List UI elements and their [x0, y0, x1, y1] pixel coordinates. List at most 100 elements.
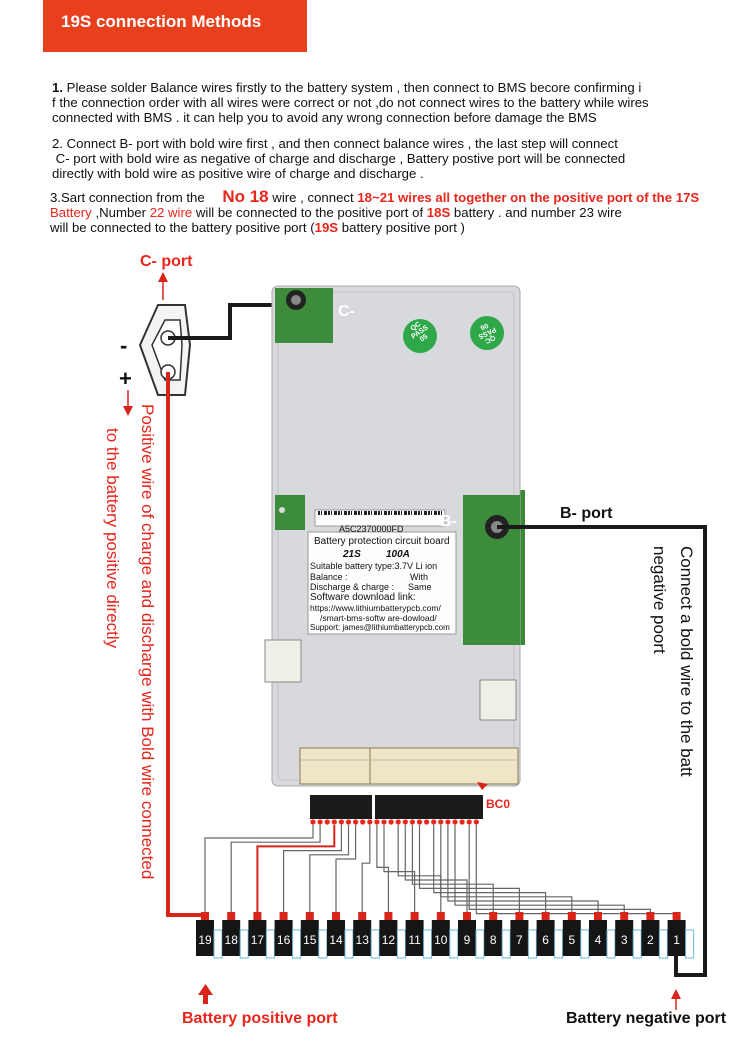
cell-link — [449, 929, 459, 959]
balance-pin — [388, 819, 394, 825]
label-discharge-key: Discharge & charge : — [310, 582, 395, 592]
cell-number: 11 — [408, 933, 421, 947]
cell-number: 8 — [490, 933, 497, 947]
cell-terminal — [227, 912, 236, 920]
battery-cell — [248, 920, 267, 956]
cell-link — [370, 929, 380, 959]
cell-link — [632, 929, 642, 959]
balance-pin — [445, 819, 451, 825]
balance-pin — [416, 819, 423, 825]
positive-wire — [166, 372, 205, 917]
battery-cell — [222, 920, 241, 956]
battery-cell — [405, 920, 424, 956]
cell-number: 13 — [356, 933, 370, 947]
instr3-c: wires all together on the positive port … — [394, 190, 676, 205]
instruction-1: 1. Please solder Balance wires firstly t… — [52, 80, 649, 125]
battery-cell — [431, 920, 450, 956]
cell-link — [554, 929, 564, 959]
battery-cell — [353, 920, 372, 956]
qc-pass-sticker-1 — [403, 319, 437, 353]
instruction-3: 3.Sart connection from the No 18 wire , … — [50, 188, 699, 235]
instruction-1-line-3: connected with BMS . it can help you to … — [52, 110, 597, 125]
cell-number: 18 — [225, 933, 239, 947]
instruction-1-line-2: f the connection order with all wires we… — [52, 95, 649, 110]
instruction-2-line-2: C- port with bold wire as negative of ch… — [52, 151, 626, 166]
instr3-22: 22 wire — [149, 205, 193, 220]
positive-arrow — [203, 990, 208, 1004]
battery-cell — [536, 920, 555, 956]
label-url-2: /smart-bms-softw are-dowload/ — [320, 613, 437, 623]
balance-pin — [374, 819, 380, 825]
balance-wire — [376, 825, 389, 915]
label-url-1: https://www.lithiumbatterypcb.com/ — [310, 603, 441, 613]
balance-pin — [338, 819, 344, 825]
label-support: Support: james@lithiumbatterypcb.com — [310, 623, 450, 632]
cell-number: 1 — [673, 933, 680, 947]
balance-wire — [361, 825, 371, 915]
cell-terminal — [541, 912, 550, 920]
cell-terminal — [567, 912, 576, 920]
bold-wire-note-1: Connect a bold wire to the batt — [677, 546, 696, 777]
cell-terminal — [489, 912, 498, 920]
battery-cell — [641, 920, 660, 956]
cell-link — [658, 929, 668, 959]
bc0-label: BC0 — [486, 797, 511, 811]
qc-pass-sticker-2 — [470, 316, 504, 350]
cell-number: 9 — [464, 933, 471, 947]
balance-pin — [402, 819, 408, 825]
cell-link — [292, 929, 302, 959]
b-port-label: B- port — [560, 505, 613, 522]
battery-cell — [458, 920, 476, 956]
instr3-19s: 19S — [314, 220, 339, 235]
serial-number: A5C2370000FD — [339, 524, 404, 534]
label-type: Suitable battery type:3.7V Li ion — [310, 561, 438, 571]
cell-terminal — [594, 912, 602, 920]
cell-link — [685, 929, 695, 959]
instr3-battery: Battery — [50, 205, 92, 220]
cell-link — [239, 929, 249, 959]
cell-link — [265, 929, 275, 959]
balance-pin — [345, 819, 352, 825]
cell-terminal — [672, 912, 681, 920]
instruction-1-number: 1. — [52, 80, 63, 95]
balance-pin — [317, 819, 323, 825]
balance-wire — [335, 825, 357, 915]
balance-pin — [409, 819, 415, 825]
bms-board — [264, 285, 525, 787]
balance-pins — [310, 819, 479, 825]
battery-cell — [196, 920, 214, 956]
balance-wire — [230, 825, 321, 915]
cell-link — [423, 929, 433, 959]
cell-number: 3 — [621, 933, 628, 947]
label-software: Software download link: — [310, 592, 416, 603]
minus-label: - — [120, 333, 128, 358]
balance-pin — [466, 819, 472, 825]
cell-terminal — [279, 912, 288, 920]
cell-link — [527, 929, 537, 959]
cell-number: 16 — [277, 933, 291, 947]
cell-number: 17 — [251, 933, 265, 947]
balance-wire — [454, 825, 625, 915]
battery-cell — [274, 920, 293, 956]
battery-cell — [667, 920, 686, 956]
label-discharge-val: Same — [408, 582, 432, 592]
b-port-wire — [497, 525, 707, 977]
instruction-1-line-1: Please solder Balance wires firstly to t… — [63, 80, 642, 95]
cell-link — [580, 929, 590, 959]
c-port-connector — [138, 304, 192, 396]
cell-terminal — [463, 912, 471, 920]
cell-link — [213, 929, 223, 959]
cell-number: 19 — [198, 933, 212, 947]
battery-cell — [562, 920, 581, 956]
balance-wire — [440, 825, 573, 915]
instr3-g: will be connected to the battery positiv… — [50, 220, 315, 235]
balance-wire — [309, 825, 350, 915]
balance-pin — [310, 819, 316, 825]
balance-pin — [331, 819, 337, 825]
instr3-a: 3.Sart connection from the — [50, 190, 209, 205]
balance-pin — [424, 819, 430, 825]
cell-number: 10 — [434, 933, 448, 947]
page-title: 19S connection Methods — [61, 12, 262, 31]
cell-link — [475, 929, 485, 959]
